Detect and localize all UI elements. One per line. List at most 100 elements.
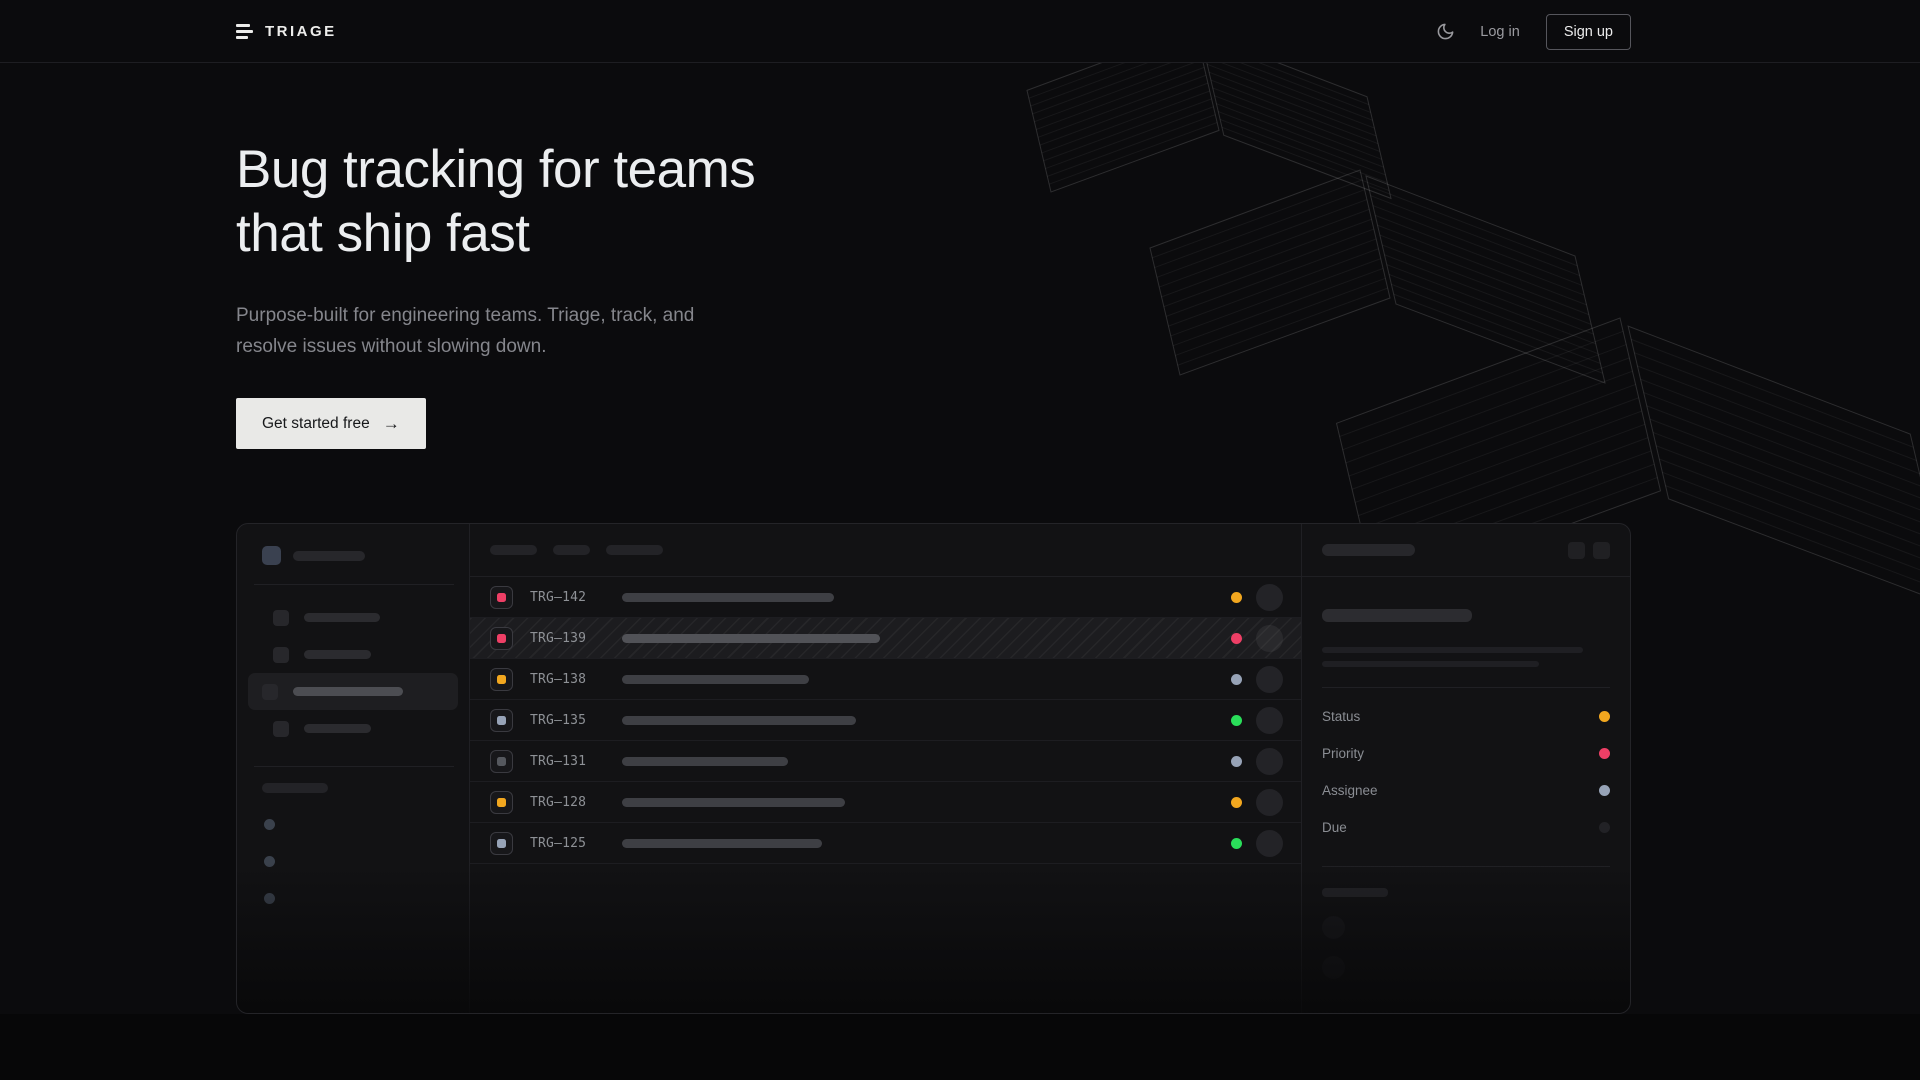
- workspace-avatar: [262, 546, 281, 565]
- issue-type-icon: [490, 626, 513, 650]
- brand-name: TRIAGE: [265, 23, 337, 40]
- workspace-switcher[interactable]: [237, 546, 469, 565]
- status-dot: [1231, 714, 1242, 726]
- detail-field-row[interactable]: Assignee: [1322, 772, 1610, 809]
- navbar: TRIAGE Log in Sign up: [0, 0, 1920, 63]
- issue-title-skeleton: [622, 797, 845, 807]
- sidebar-dot: [264, 856, 275, 867]
- login-link[interactable]: Log in: [1480, 23, 1520, 40]
- workspace-name-skeleton: [293, 550, 365, 561]
- arrow-right-icon: →: [382, 413, 400, 433]
- nav-item-icon: [273, 646, 289, 663]
- issue-type-icon: [490, 831, 513, 855]
- hero-title: Bug tracking for teams that ship fast: [236, 140, 756, 263]
- field-label: Priority: [1322, 746, 1365, 761]
- text-line-skeleton: [1322, 661, 1539, 667]
- filter-pill-skeleton[interactable]: [606, 545, 663, 555]
- theme-toggle-button[interactable]: [1428, 15, 1462, 49]
- nav-item-label-skeleton: [304, 724, 371, 733]
- issue-title-skeleton: [1322, 609, 1472, 622]
- issue-type-icon: [490, 749, 513, 773]
- nav-item-icon: [273, 720, 289, 737]
- divider: [254, 766, 454, 767]
- detail-field-row[interactable]: Status: [1322, 698, 1610, 735]
- issue-row[interactable]: TRG–125: [470, 823, 1301, 864]
- sidebar-nav-item[interactable]: [248, 673, 458, 710]
- sidebar-nav-item[interactable]: [248, 636, 458, 673]
- issue-title-skeleton: [622, 633, 880, 643]
- field-value-dot: [1599, 748, 1610, 759]
- sidebar-dot-list: [237, 819, 469, 904]
- activity-label-skeleton: [1322, 888, 1388, 897]
- get-started-button[interactable]: Get started free →: [236, 398, 426, 449]
- assignee-avatar: [1256, 665, 1283, 693]
- status-dot: [1231, 632, 1242, 644]
- issue-title-skeleton: [622, 592, 834, 602]
- moon-icon: [1437, 23, 1454, 40]
- assignee-avatar: [1256, 706, 1283, 734]
- issue-type-icon: [490, 708, 513, 732]
- issue-id: TRG–142: [530, 589, 587, 605]
- sidebar-dot: [264, 893, 275, 904]
- filter-pill-skeleton[interactable]: [490, 545, 537, 555]
- signup-button[interactable]: Sign up: [1545, 13, 1631, 50]
- detail-field-row[interactable]: Priority: [1322, 735, 1610, 772]
- issue-row[interactable]: TRG–142: [470, 577, 1301, 618]
- nav-item-label-skeleton: [304, 613, 380, 622]
- issue-id: TRG–139: [530, 630, 587, 646]
- issue-type-icon: [490, 790, 513, 814]
- issue-id: TRG–138: [530, 671, 587, 687]
- triage-bars-icon: [236, 23, 253, 40]
- assignee-avatar: [1256, 747, 1283, 775]
- nav-item-icon: [262, 683, 278, 700]
- assignee-avatar: [1256, 624, 1283, 652]
- issue-list-header: [470, 524, 1301, 577]
- issue-id: TRG–125: [530, 835, 587, 851]
- status-dot: [1231, 591, 1242, 603]
- sidebar-nav-item[interactable]: [248, 710, 458, 747]
- hero-section: Bug tracking for teams that ship fast Pu…: [236, 63, 1631, 449]
- divider: [1322, 866, 1610, 867]
- detail-action-button[interactable]: [1568, 541, 1585, 559]
- nav-item-label-skeleton: [293, 687, 403, 696]
- status-dot: [1231, 673, 1242, 685]
- assignee-avatar: [1256, 788, 1283, 816]
- issue-row[interactable]: TRG–139: [470, 618, 1301, 659]
- field-label: Status: [1322, 709, 1361, 724]
- issue-row[interactable]: TRG–138: [470, 659, 1301, 700]
- issue-title-skeleton: [622, 838, 822, 848]
- avatar-skeleton: [1322, 916, 1345, 939]
- detail-action-button[interactable]: [1593, 541, 1610, 559]
- issue-title-skeleton: [622, 674, 809, 684]
- divider: [1322, 687, 1610, 688]
- field-value-dot: [1599, 711, 1610, 722]
- issue-row[interactable]: TRG–131: [470, 741, 1301, 782]
- hero-subtitle: Purpose-built for engineering teams. Tri…: [236, 305, 695, 357]
- assignee-avatar: [1256, 583, 1283, 611]
- field-label: Assignee: [1322, 783, 1378, 798]
- field-value-dot: [1599, 785, 1610, 796]
- issue-title-skeleton: [622, 756, 788, 766]
- sidebar-nav-item[interactable]: [248, 599, 458, 636]
- detail-field-row[interactable]: Due: [1322, 809, 1610, 846]
- issue-row[interactable]: TRG–135: [470, 700, 1301, 741]
- issue-row[interactable]: TRG–128: [470, 782, 1301, 823]
- detail-title-skeleton: [1322, 544, 1415, 556]
- mockup-sidebar: [237, 524, 470, 1013]
- status-dot: [1231, 837, 1242, 849]
- nav-item-icon: [273, 609, 289, 626]
- brand-logo[interactable]: TRIAGE: [236, 23, 337, 40]
- text-line-skeleton: [1322, 647, 1583, 653]
- divider: [254, 584, 454, 585]
- avatar-skeleton: [1322, 956, 1345, 979]
- issue-id: TRG–135: [530, 712, 587, 728]
- filter-pill-skeleton[interactable]: [553, 545, 590, 555]
- issue-type-icon: [490, 585, 513, 609]
- section-label-skeleton: [262, 783, 328, 793]
- assignee-avatar: [1256, 829, 1283, 857]
- status-dot: [1231, 796, 1242, 808]
- detail-header: [1302, 524, 1630, 577]
